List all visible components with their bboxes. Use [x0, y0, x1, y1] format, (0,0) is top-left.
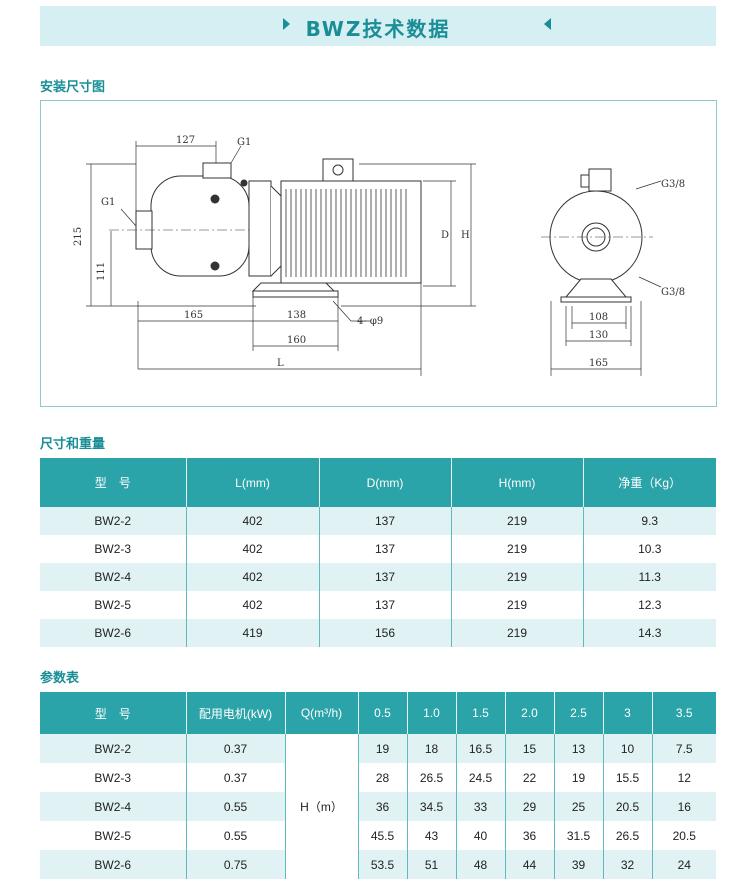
table-row: BW2-2 402 137 219 9.3 [40, 507, 716, 535]
col-header: 净重（Kg） [583, 458, 716, 507]
dim-160: 160 [287, 335, 306, 346]
dim-g1-left: G1 [101, 197, 115, 208]
col-header: 型 号 [40, 458, 187, 507]
terminal-box [322, 158, 354, 182]
dim-165-right: 165 [589, 358, 608, 369]
col-header: 1.5 [456, 692, 506, 734]
base-plate [252, 290, 339, 298]
dim-108: 108 [589, 312, 608, 323]
dim-g38-top: G3/8 [661, 179, 685, 190]
title-banner: BWZ技术数据 [40, 6, 716, 46]
dim-bolt: 4- φ9 [357, 316, 383, 327]
col-header: 1.0 [407, 692, 457, 734]
col-header: Q(m³/h) [285, 692, 359, 734]
dim-H: H [461, 230, 470, 241]
table-row: BW2-5 0.55 45.5 43 40 36 31.5 26.5 20.5 [40, 821, 716, 850]
pump-casing [150, 175, 250, 277]
size-weight-table: 型 号 L(mm) D(mm) H(mm) 净重（Kg） BW2-2 402 1… [40, 458, 716, 647]
parameter-table: 型 号 配用电机(kW) Q(m³/h) 0.5 1.0 1.5 2.0 2.5… [40, 692, 716, 879]
table-row: BW2-3 402 137 219 10.3 [40, 535, 716, 563]
dim-g1-top: G1 [237, 137, 251, 148]
section-title-params: 参数表 [40, 671, 80, 686]
dim-138: 138 [287, 310, 306, 321]
col-header: H(mm) [451, 458, 584, 507]
dim-111: 111 [96, 262, 107, 281]
table-row: BW2-3 0.37 28 26.5 24.5 22 19 15.5 12 [40, 763, 716, 792]
dim-165-left: 165 [184, 310, 203, 321]
col-header: 2.0 [505, 692, 555, 734]
dim-L: L [277, 358, 284, 369]
col-header: 2.5 [554, 692, 604, 734]
dim-130: 130 [589, 330, 608, 341]
col-header: 型 号 [40, 692, 187, 734]
table-row: BW2-4 402 137 219 11.3 [40, 563, 716, 591]
col-header: 0.5 [358, 692, 408, 734]
col-header: 3 [603, 692, 653, 734]
col-header: D(mm) [319, 458, 452, 507]
table-row: BW2-6 0.75 53.5 51 48 44 39 32 24 [40, 850, 716, 879]
outlet-nozzle [202, 162, 232, 179]
section-title-size-weight: 尺寸和重量 [40, 437, 106, 452]
table-row: BW2-5 402 137 219 12.3 [40, 591, 716, 619]
installation-drawing: 127 G1 G1 215 111 165 138 160 L 4- φ9 D … [40, 100, 717, 407]
col-header: 配用电机(kW) [186, 692, 286, 734]
dim-D: D [441, 230, 449, 241]
section-title-install: 安装尺寸图 [40, 80, 106, 95]
page-title: BWZ技术数据 [305, 17, 451, 41]
dim-g38-bottom: G3/8 [661, 287, 685, 298]
col-header: L(mm) [186, 458, 320, 507]
dim-127: 127 [176, 135, 195, 146]
table-row: BW2-6 419 156 219 14.3 [40, 619, 716, 647]
table-row: BW2-2 0.37 H（m） 19 18 16.5 15 13 10 7.5 [40, 734, 716, 879]
table-row: BW2-4 0.55 36 34.5 33 29 25 20.5 16 [40, 792, 716, 821]
col-header: 3.5 [652, 692, 716, 734]
left-arrow-icon [544, 18, 551, 30]
dim-215: 215 [73, 227, 84, 246]
right-arrow-icon [283, 18, 290, 30]
head-label: H（m） [285, 734, 359, 879]
